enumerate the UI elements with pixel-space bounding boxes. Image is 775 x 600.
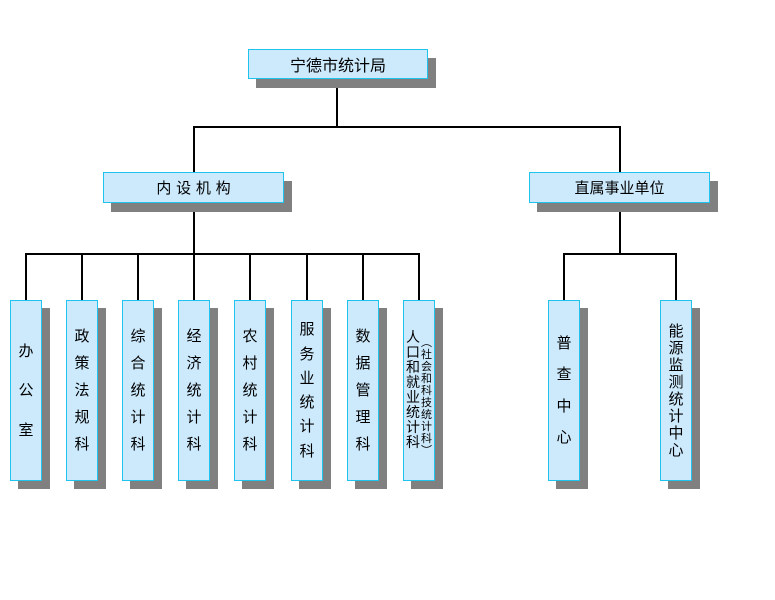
leaf-label-char: 心 (668, 440, 684, 459)
connector-to-leaf (81, 253, 83, 300)
leaf-box: 人口和就业统计科︵社会和科技统计科︶ (403, 300, 435, 481)
branch-box: 直属事业单位 (529, 172, 710, 203)
leaf-box: 农村统计科 (234, 300, 266, 481)
leaf-box: 能源监测统计中心 (660, 300, 692, 481)
leaf-label-char: 业 (299, 368, 315, 387)
leaf-label-char: 法 (74, 381, 90, 399)
connector-to-branch-0 (193, 126, 195, 172)
leaf-label-char: 计 (299, 417, 315, 436)
leaf-label-char: 农 (242, 327, 258, 345)
root-box: 宁德市统计局 (248, 49, 428, 79)
connector-branch-0-down (193, 202, 195, 254)
leaf-label-char: 计 (242, 408, 258, 426)
connector-to-leaf (675, 253, 677, 300)
leaf-label-char: 计 (668, 406, 684, 425)
connector-to-leaf (306, 253, 308, 300)
leaf-label-char: 策 (74, 354, 90, 372)
branch-label: 内 设 机 构 (156, 179, 231, 197)
leaf-label-char: 合 (130, 354, 146, 372)
leaf-label-char: 统 (130, 381, 146, 399)
connector-branch-1-down (619, 202, 621, 254)
leaf-label-char: 监 (668, 355, 684, 374)
leaf-box: 经济统计科 (178, 300, 210, 481)
connector-to-branch-1 (619, 126, 621, 172)
leaf-note: ︵社会和科技统计科︶ (421, 336, 432, 457)
leaf-label-char: 务 (299, 344, 315, 363)
leaf-label-char: 管 (355, 381, 371, 399)
leaf-label-char: 科 (355, 435, 371, 453)
leaf-box: 办公室 (10, 300, 42, 481)
leaf-label-char: 科 (242, 435, 258, 453)
leaf-label-char: 统 (242, 381, 258, 399)
leaf-box: 数据管理科 (347, 300, 379, 481)
leaf-label-char: 服 (299, 320, 315, 339)
connector-to-leaf (563, 253, 565, 300)
connector-root-down (336, 78, 338, 127)
leaf-label-char: 查 (556, 365, 572, 384)
leaf-label-char: 统 (299, 393, 315, 412)
leaf-label-char: 科 (299, 441, 315, 460)
leaf-label-char: 统 (186, 381, 202, 399)
leaf-box: 综合统计科 (122, 300, 154, 481)
leaf-label-char: 中 (556, 396, 572, 415)
leaf-label-char: 办 (18, 341, 34, 360)
leaf-box: 政策法规科 (66, 300, 98, 481)
leaf-label: 人口和就业统计科 (406, 330, 420, 451)
leaf-label-char: 村 (242, 354, 258, 372)
branch-box: 内 设 机 构 (103, 172, 284, 203)
leaf-label-char: 普 (556, 333, 572, 352)
connector-to-leaf (25, 253, 27, 300)
leaf-label-char: 计 (186, 408, 202, 426)
leaf-label-char: 科 (74, 435, 90, 453)
leaf-label-char: 中 (668, 423, 684, 442)
leaf-label-char: 公 (18, 381, 34, 399)
connector-to-leaf (418, 253, 420, 300)
leaf-label-char: 济 (186, 354, 202, 372)
leaf-label-char: 数 (355, 327, 371, 345)
branch-label: 直属事业单位 (574, 179, 665, 197)
leaf-label-char: 综 (130, 327, 146, 345)
leaf-label-char: 理 (355, 408, 371, 426)
leaf-label-char: 能 (668, 321, 684, 340)
leaf-label-char: 科 (186, 435, 202, 453)
leaf-label-char: 计 (130, 408, 146, 426)
leaf-box: 普查中心 (548, 300, 580, 481)
leaf-label-char: 据 (355, 354, 371, 372)
leaf-label-char: 政 (74, 327, 90, 345)
connector-level1-horizontal (193, 126, 620, 128)
leaf-label-char: 统 (668, 389, 684, 408)
leaf-label-char: 室 (18, 420, 34, 439)
connector-to-leaf (362, 253, 364, 300)
leaf-label-char: 测 (668, 372, 684, 391)
leaf-box: 服务业统计科 (291, 300, 323, 481)
connector-to-leaf (193, 253, 195, 300)
root-label: 宁德市统计局 (289, 56, 386, 75)
leaf-label-char: 科 (130, 435, 146, 453)
leaf-label-char: 心 (556, 428, 572, 447)
connector-branch-0-horizontal (25, 253, 420, 255)
connector-to-leaf (249, 253, 251, 300)
connector-to-leaf (137, 253, 139, 300)
leaf-label-char: 源 (668, 338, 684, 357)
leaf-label-char: 规 (74, 408, 90, 426)
leaf-label-char: 经 (186, 327, 202, 345)
connector-branch-1-horizontal (563, 253, 677, 255)
